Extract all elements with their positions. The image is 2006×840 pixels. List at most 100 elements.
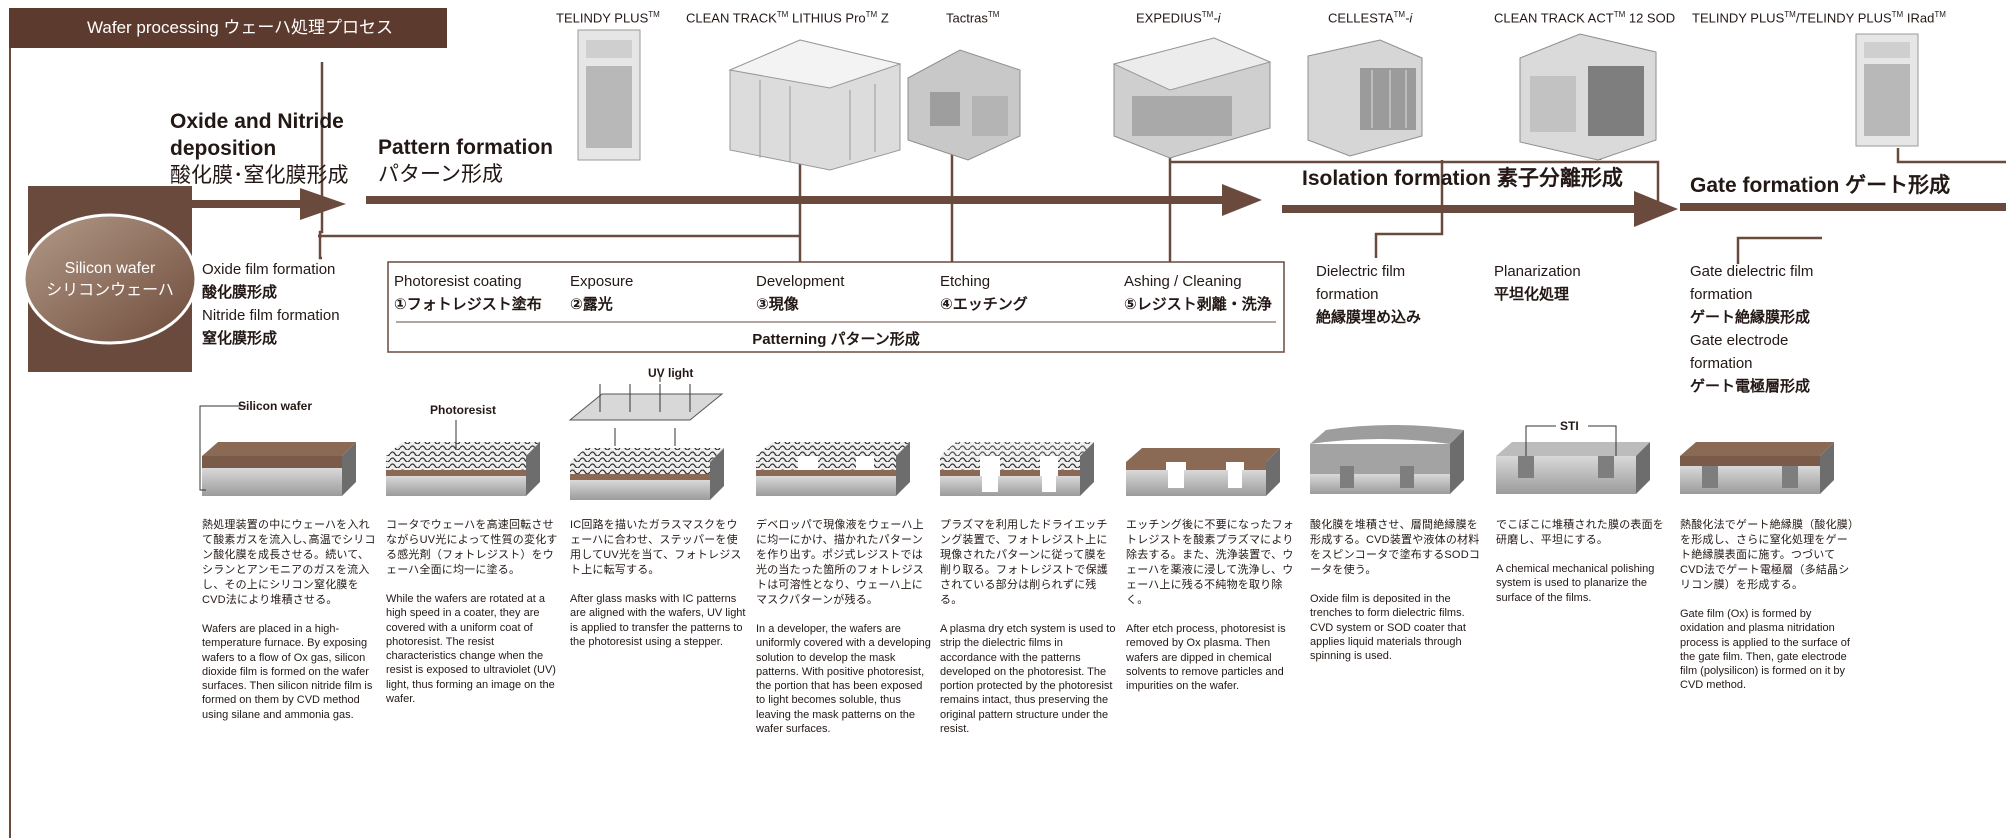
- dielectric-film-step: Dielectric film formation 絶縁膜埋め込み: [1316, 260, 1421, 329]
- patterning-box: [387, 261, 1285, 353]
- description-development: デベロッパで現像液をウェーハ上に均一にかけ、描かれたパターンを作り出す。ポジ式レ…: [756, 518, 932, 736]
- arrow-isolation-head: [1634, 191, 1678, 227]
- stage-oxide-en2: deposition: [170, 137, 277, 160]
- stage-gate-title: Gate formation ゲート形成: [1690, 174, 1951, 197]
- stage-pattern-title: Pattern formation パターン形成: [378, 134, 553, 188]
- pattern-step-5: Ashing / Cleaning ⑤レジスト剥離・洗浄: [1124, 270, 1272, 316]
- stage-pattern-ja: パターン形成: [378, 163, 503, 186]
- dielectric-en2: formation: [1316, 286, 1379, 303]
- cross-section-dielectric: [1310, 425, 1464, 494]
- connector-photo: [318, 234, 322, 260]
- label-uv-light: UV light: [648, 366, 694, 380]
- cross-section-etching: [940, 442, 1094, 496]
- planarization-step: Planarization 平坦化処理: [1494, 260, 1581, 306]
- nitride-film-ja: 窒化膜形成: [202, 330, 278, 347]
- pattern-step-en: Ashing / Cleaning: [1124, 273, 1242, 290]
- gate-electrode-en1: Gate electrode: [1690, 332, 1789, 349]
- equipment-name-lithius: CLEAN TRACKTM LITHIUS ProTM Z: [686, 10, 889, 26]
- silicon-wafer-label: Silicon wafer シリコンウェーハ: [36, 258, 184, 302]
- oxide-film-ja: 酸化膜形成: [202, 284, 278, 301]
- description-ja: エッチング後に不要になったフォトレジストを酸素プラズマにより除去する。また、洗浄…: [1126, 519, 1294, 606]
- description-oxide: 熱処理装置の中にウェーハを入れて酸素ガスを流入し､高温でシリコン酸化膜を成長させ…: [202, 518, 378, 722]
- arrow-pattern-head: [1222, 184, 1262, 216]
- process-title: Wafer processing ウェーハ処理プロセス: [9, 8, 447, 48]
- stage-pattern-en: Pattern formation: [378, 136, 554, 159]
- pattern-step-ja: ⑤レジスト剥離・洗浄: [1124, 296, 1272, 313]
- machine-tactras: [907, 49, 1021, 161]
- pattern-step-4: Etching ④エッチング: [940, 270, 1028, 316]
- equipment-name-cellesta: CELLESTATM-i: [1328, 10, 1413, 26]
- machine-telindy-irad: [1855, 33, 1919, 147]
- label-sti: STI: [1560, 419, 1579, 433]
- gate-dielectric-en1: Gate dielectric film: [1690, 263, 1814, 280]
- equipment-name-telindy-irad: TELINDY PLUSTM/TELINDY PLUSTM IRadTM: [1692, 10, 1946, 26]
- cross-section-development: [756, 442, 910, 496]
- description-en: After glass masks with IC patterns are a…: [570, 593, 746, 648]
- pattern-step-en: Etching: [940, 273, 991, 290]
- oxide-sub-steps: Oxide film formation 酸化膜形成 Nitride film …: [202, 258, 340, 350]
- stage-oxide-ja: 酸化膜･窒化膜形成: [170, 164, 349, 187]
- pattern-step-3: Development ③現像: [756, 270, 844, 316]
- pattern-step-en: Exposure: [570, 273, 634, 290]
- cross-section-planarization: [1496, 425, 1650, 494]
- stage-oxide-en1: Oxide and Nitride: [170, 110, 344, 133]
- gate-dielectric-en2: formation: [1690, 286, 1753, 303]
- description-en: A chemical mechanical polishing system i…: [1496, 563, 1655, 604]
- gate-electrode-ja: ゲート電極層形成: [1690, 378, 1811, 395]
- machine-lithius: [728, 39, 902, 171]
- wafer-cross-sections: [199, 375, 1834, 500]
- machine-cellesta: [1307, 39, 1423, 157]
- pattern-step-en: Photoresist coating: [394, 273, 522, 290]
- machine-expedius: [1112, 37, 1272, 159]
- equipment-name-expedius: EXPEDIUSTM-i: [1136, 10, 1221, 26]
- silicon-wafer-ja: シリコンウェーハ: [46, 282, 174, 299]
- description-en: In a developer, the wafers are uniformly…: [756, 623, 931, 736]
- description-en: After etch process, photoresist is remov…: [1126, 623, 1286, 693]
- label-photoresist: Photoresist: [430, 403, 497, 417]
- equipment-name-tactras: TactrasTM: [946, 10, 1000, 26]
- pattern-step-ja: ④エッチング: [940, 296, 1028, 313]
- description-planarization: でこぼこに堆積された膜の表面を研磨し、平坦にする。 A chemical mec…: [1496, 518, 1672, 605]
- connector-isolation: [1374, 160, 1444, 258]
- description-en: A plasma dry etch system is used to stri…: [940, 623, 1116, 736]
- dielectric-en1: Dielectric film: [1316, 263, 1406, 280]
- stage-isolation-title: Isolation formation 素子分離形成: [1302, 167, 1623, 190]
- pattern-step-ja: ②露光: [570, 296, 613, 313]
- description-photoresist: コータでウェーハを高速回転させながらUV光によって性質の変化する感光剤（フォトレ…: [386, 518, 562, 706]
- stage-oxide-title: Oxide and Nitride deposition 酸化膜･窒化膜形成: [170, 108, 349, 189]
- description-ashing: エッチング後に不要になったフォトレジストを酸素プラズマにより除去する。また、洗浄…: [1126, 518, 1302, 693]
- pattern-step-1: Photoresist coating ①フォトレジスト塗布: [394, 270, 542, 316]
- description-ja: 熱酸化法でゲート絶縁膜（酸化膜）を形成し、さらに窒化処理をゲート絶縁膜表面に施す…: [1680, 519, 1854, 591]
- description-dielectric: 酸化膜を堆積させ、層間絶縁膜を形成する。CVD装置や液体の材料をスピンコータで塗…: [1310, 518, 1486, 663]
- description-ja: でこぼこに堆積された膜の表面を研磨し、平坦にする。: [1496, 519, 1664, 546]
- cross-section-oxide: [199, 405, 356, 496]
- pattern-step-ja: ①フォトレジスト塗布: [394, 296, 542, 313]
- dielectric-ja: 絶縁膜埋め込み: [1316, 309, 1422, 326]
- description-en: Wafers are placed in a high-temperature …: [202, 623, 373, 721]
- patterning-footer: Patterning パターン形成: [752, 331, 920, 348]
- arrow-pattern-shaft: [366, 196, 1228, 204]
- cross-section-photoresist: [386, 420, 540, 496]
- machine-telindy-1: [577, 29, 641, 161]
- arrow-gate-shaft: [1680, 203, 2006, 211]
- cross-section-exposure: [568, 375, 724, 500]
- nitride-film-en: Nitride film formation: [202, 307, 340, 324]
- gate-electrode-en2: formation: [1690, 355, 1753, 372]
- silicon-wafer-en: Silicon wafer: [64, 260, 156, 277]
- description-gate: 熱酸化法でゲート絶縁膜（酸化膜）を形成し、さらに窒化処理をゲート絶縁膜表面に施す…: [1680, 518, 1856, 693]
- machine-act12: [1519, 33, 1657, 161]
- description-ja: プラズマを利用したドライエッチング装置で、フォトレジスト上に現像されたパターンに…: [940, 519, 1108, 606]
- pattern-step-2: Exposure ②露光: [570, 270, 633, 316]
- description-exposure: IC回路を描いたガラスマスクをウェーハに合わせ、ステッパーを使用してUV光を当て…: [570, 518, 746, 649]
- description-en: Oxide film is deposited in the trenches …: [1310, 593, 1466, 663]
- silicon-wafer-disc: [22, 186, 198, 372]
- oxide-film-en: Oxide film formation: [202, 261, 336, 278]
- pattern-step-ja: ③現像: [756, 296, 799, 313]
- description-ja: デベロッパで現像液をウェーハ上に均一にかけ、描かれたパターンを作り出す。ポジ式レ…: [756, 519, 924, 606]
- equipment-illustrations: [577, 29, 1919, 171]
- arrow-isolation-shaft: [1282, 205, 1638, 213]
- description-ja: コータでウェーハを高速回転させながらUV光によって性質の変化する感光剤（フォトレ…: [386, 519, 558, 576]
- equipment-name-telindy: TELINDY PLUSTM: [556, 10, 660, 26]
- description-ja: IC回路を描いたガラスマスクをウェーハに合わせ、ステッパーを使用してUV光を当て…: [570, 519, 742, 576]
